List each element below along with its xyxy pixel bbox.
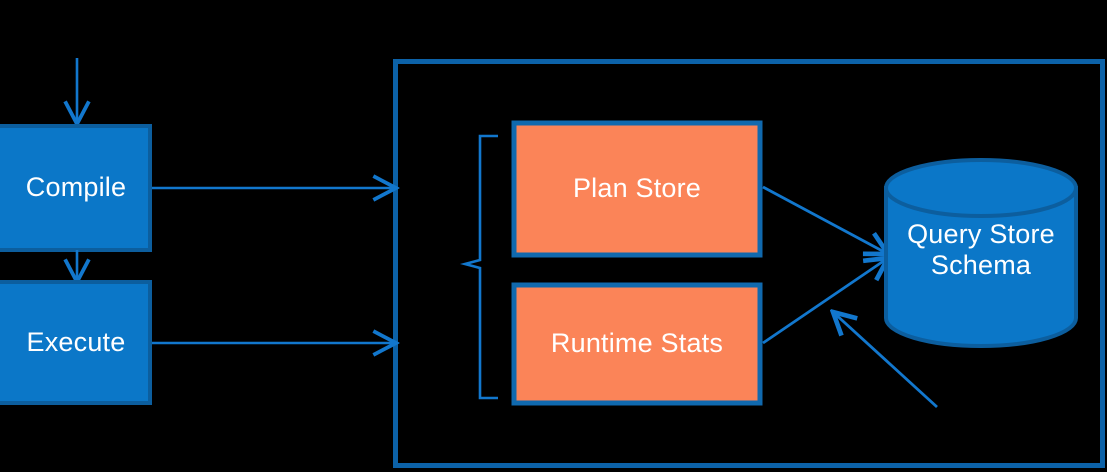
external-to-schema-arrow [833,312,938,409]
query-store-schema-cylinder [884,158,1078,348]
execute-box [0,280,152,405]
runtime-stats-to-schema-arrow [762,258,888,345]
runtime-stats-box [511,282,763,406]
query-store-boundary [393,59,1105,468]
plan-store-to-schema-arrow [762,185,888,254]
plan-store-box [511,120,763,258]
compile-box [0,124,152,252]
grouping-bracket [459,134,498,400]
